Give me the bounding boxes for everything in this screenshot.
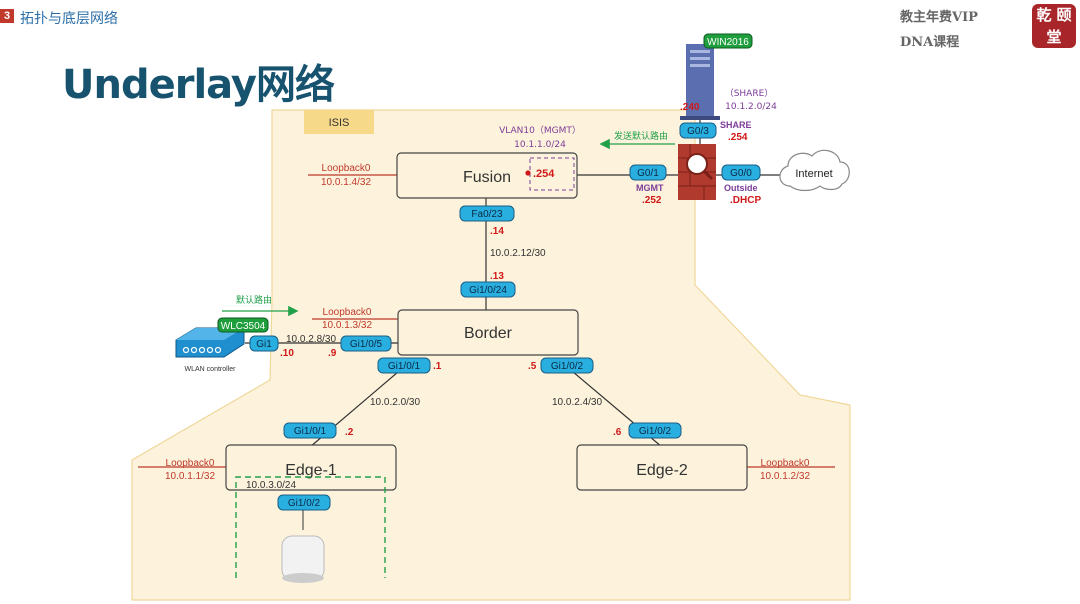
- loopback-border-name: Loopback0: [323, 307, 372, 318]
- vlan10-subnet: 10.1.1.0/24: [514, 140, 566, 150]
- server[interactable]: [680, 44, 720, 120]
- subnet-fusion-border: 10.0.2.12/30: [490, 248, 546, 259]
- port-wlc-gi1[interactable]: [249, 335, 279, 352]
- section-number-badge: 3: [0, 9, 14, 23]
- loopback-border-ip: 10.0.1.3/32: [322, 320, 372, 331]
- subnet-border-wlc: 10.0.2.8/30: [286, 334, 336, 345]
- internet-label: Internet: [795, 168, 832, 180]
- addr-edge1-2: .2: [345, 427, 354, 438]
- port-fusion-g01-label: G0/1: [637, 168, 659, 179]
- isis-label: ISIS: [329, 117, 350, 129]
- port-border-gi105[interactable]: [340, 335, 392, 352]
- port-border-gi102[interactable]: [540, 357, 594, 374]
- port-border-gi1024-label: Gi1/0/24: [469, 285, 507, 296]
- outside-word: Outside: [724, 183, 758, 193]
- addr-border-13: .13: [490, 271, 504, 282]
- port-fusion-fa023-label: Fa0/23: [471, 209, 503, 220]
- border-switch[interactable]: [397, 309, 579, 356]
- seal-logo: 乾颐堂: [1032, 4, 1076, 48]
- addr-share-254: .254: [728, 132, 748, 143]
- access-point[interactable]: [281, 535, 325, 583]
- vip-course-line1: 教主年费VIP: [900, 10, 978, 25]
- port-wlc-gi1-label: Gi1: [256, 339, 272, 350]
- vip-course-line2: DNA课程: [900, 35, 960, 50]
- port-fusion-g01[interactable]: [629, 164, 667, 181]
- port-border-gi101-label: Gi1/0/1: [388, 361, 421, 372]
- addr-border-1: .1: [433, 361, 442, 372]
- port-border-gi101[interactable]: [377, 357, 431, 374]
- subnet-border-edge2: 10.0.2.4/30: [552, 397, 602, 408]
- port-fw-g00-label: G0/0: [730, 168, 752, 179]
- port-edge1-gi101-label: Gi1/0/1: [294, 426, 327, 437]
- send-default-route-label: 发送默认路由: [614, 130, 668, 142]
- port-border-gi105-label: Gi1/0/5: [350, 339, 383, 350]
- port-edge1-gi102-label: Gi1/0/2: [288, 498, 321, 509]
- page-title: Underlay网络: [62, 62, 335, 108]
- fusion-svi-address: .254: [533, 168, 555, 180]
- addr-server-240: .240: [680, 102, 700, 113]
- port-border-gi102-label: Gi1/0/2: [551, 361, 584, 372]
- addr-border-5: .5: [528, 361, 537, 372]
- loopback-fusion-ip: 10.0.1.4/32: [321, 177, 371, 188]
- port-fw-g00[interactable]: [721, 164, 761, 181]
- loopback-edge2-ip: 10.0.1.2/32: [760, 471, 810, 482]
- section-title: 拓扑与底层网络: [20, 11, 118, 27]
- port-edge2-gi102[interactable]: [628, 422, 682, 439]
- port-fw-g03[interactable]: [679, 122, 717, 139]
- port-fw-g03-label: G0/3: [687, 126, 709, 137]
- addr-fusion-14: .14: [490, 226, 504, 237]
- vlan10-label: VLAN10（MGMT）: [499, 125, 581, 136]
- loopback-edge1-ip: 10.0.1.1/32: [165, 471, 215, 482]
- share-label: （SHARE）: [725, 88, 774, 99]
- loopback-fusion-name: Loopback0: [322, 163, 371, 174]
- addr-wlc-10: .10: [280, 348, 294, 359]
- server-badge: [703, 33, 753, 49]
- addr-edge2-6: .6: [613, 427, 622, 438]
- wlc-caption: WLAN controller: [185, 366, 237, 373]
- subnet-border-edge1: 10.0.2.0/30: [370, 397, 420, 408]
- port-edge2-gi102-label: Gi1/0/2: [639, 426, 672, 437]
- share-word: SHARE: [720, 120, 752, 130]
- addr-outside-dhcp: .DHCP: [730, 195, 761, 206]
- loopback-edge1-name: Loopback0: [166, 458, 215, 469]
- edge2-switch[interactable]: [576, 444, 748, 491]
- edge1-switch[interactable]: [225, 444, 397, 491]
- fusion-switch[interactable]: [396, 152, 578, 199]
- wlc-badge: [217, 317, 269, 333]
- edge1-label: Edge-1: [285, 462, 337, 479]
- port-fusion-fa023[interactable]: [459, 205, 515, 222]
- mgmt-word: MGMT: [636, 183, 664, 193]
- default-route-label: 默认路由: [236, 294, 272, 306]
- edge2-label: Edge-2: [636, 462, 688, 479]
- loopback-edge2-name: Loopback0: [761, 458, 810, 469]
- loopback-lines: [138, 174, 835, 468]
- server-badge-label: WIN2016: [707, 37, 749, 48]
- svi-dot: [525, 170, 531, 176]
- edge1-access-region: [235, 476, 386, 578]
- isis-tag: [304, 110, 374, 134]
- border-label: Border: [464, 325, 513, 342]
- edge1-access-subnet: 10.0.3.0/24: [246, 480, 296, 491]
- port-edge1-gi102[interactable]: [277, 494, 331, 511]
- port-border-gi1024[interactable]: [460, 281, 516, 298]
- port-edge1-gi101[interactable]: [283, 422, 337, 439]
- internet-cloud[interactable]: [779, 149, 850, 192]
- firewall[interactable]: [678, 144, 716, 200]
- wlc-badge-label: WLC3504: [221, 321, 266, 332]
- addr-border-9: .9: [328, 348, 337, 359]
- share-subnet: 10.1.2.0/24: [725, 102, 777, 112]
- addr-mgmt-252: .252: [642, 195, 662, 206]
- fusion-label: Fusion: [463, 169, 511, 186]
